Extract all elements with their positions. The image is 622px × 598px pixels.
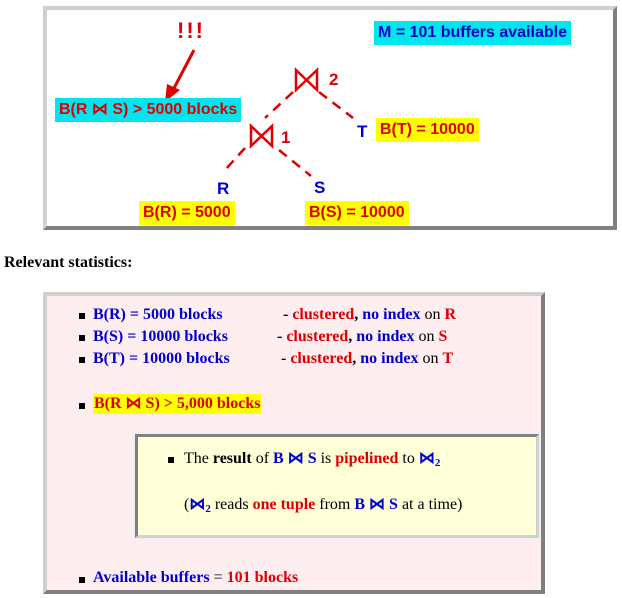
relation-t-label: T [357,122,368,141]
pipeline-note-line2: (⋈2 reads one tuple from B ⋈ S at a time… [184,494,462,515]
join1-number: 1 [281,128,291,147]
relation-r-label: R [217,179,230,198]
bullet [79,313,85,319]
clustered-text: clustered [286,328,349,345]
size-s-box: B(S) = 10000 [305,201,409,225]
bullet [168,457,174,463]
join2-number: 2 [329,70,339,89]
size-t-box: B(T) = 10000 [376,118,479,142]
dash: - [283,306,293,323]
relation-name: T [442,350,454,367]
text-b-join-s: B ⋈ S [354,496,398,513]
join2-subscript: 2 [434,457,441,469]
join-size-highlight: B(R ⋈ S) > 5,000 blocks [93,394,262,414]
clustered-text: clustered [290,350,353,367]
pipeline-note-line1: The result of B ⋈ S is pipelined to ⋈2 [184,448,440,469]
relation-s-label: S [314,178,326,197]
clustered-text: clustered [292,306,355,323]
join2-subscript: 2 [205,503,211,515]
comma: , [354,306,363,323]
edge-join1-s [278,149,312,177]
available-buffers-label: Available buffers [93,569,210,586]
available-buffers-row: Available buffers = 101 blocks [93,568,298,588]
stat-row-r: B(R) = 5000 blocks - clustered, no index… [93,305,456,325]
stat-t: B(T) = 10000 blocks [93,350,230,367]
stats-heading: Relevant statistics: [4,254,133,271]
text-result: result [212,450,252,467]
available-buffers-value: 101 blocks [226,569,299,586]
bullet [79,403,85,409]
on-text: on [418,350,443,367]
buffers-available-note: M = 101 buffers available [374,21,571,45]
bullet [79,335,85,341]
text-at-a-time: at a time) [397,496,463,513]
pipeline-note-box: The result of B ⋈ S is pipelined to ⋈2 (… [135,434,539,538]
bullet [79,357,85,363]
edge-join2-t [318,91,354,119]
on-text: on [414,328,439,345]
edge-join1-r [224,147,246,171]
stat-row-t: B(T) = 10000 blocks - clustered, no inde… [93,349,453,369]
on-text: on [420,306,445,323]
join2-symbol-text: ⋈ [418,450,435,467]
relation-name: R [444,306,457,323]
query-plan-diagram: !!! M = 101 buffers available B(R ⋈ S) >… [43,6,617,230]
equals-sign: = [209,569,227,586]
text-reads: reads [210,496,253,513]
edge-join2-join1 [264,91,294,119]
stat-r: B(R) = 5000 blocks [93,306,223,323]
text-is: is [316,450,336,467]
text-the: The [184,450,213,467]
stat-s: B(S) = 10000 blocks [93,328,228,345]
warning-exclamation: !!! [177,18,205,43]
relation-name: S [438,328,448,345]
stat-row-s: B(S) = 10000 blocks - clustered, no inde… [93,327,447,347]
stats-panel: B(R) = 5000 blocks - clustered, no index… [43,292,545,594]
bullet [79,577,85,583]
join2-symbol-text: ⋈ [189,496,206,513]
query-plan-tree [165,49,354,177]
no-index-text: no index [362,306,421,323]
comma: , [352,350,361,367]
text-one-tuple: one tuple [252,496,316,513]
join-size-annotation: B(R ⋈ S) > 5000 blocks [55,98,242,122]
join1-symbol [249,123,274,149]
warning-arrowhead [165,84,180,102]
join2-symbol [294,67,319,93]
no-index-text: no index [356,328,415,345]
text-of: of [251,450,274,467]
comma: , [348,328,357,345]
text-pipelined: pipelined [335,450,399,467]
text-from: from [315,496,355,513]
size-r-box: B(R) = 5000 [139,201,235,225]
text-b-join-s: B ⋈ S [273,450,317,467]
text-open-paren: ( [184,496,190,513]
dash: - [281,350,291,367]
no-index-text: no index [360,350,419,367]
text-to: to [398,450,419,467]
dash: - [277,328,287,345]
warning-arrow [170,49,196,93]
